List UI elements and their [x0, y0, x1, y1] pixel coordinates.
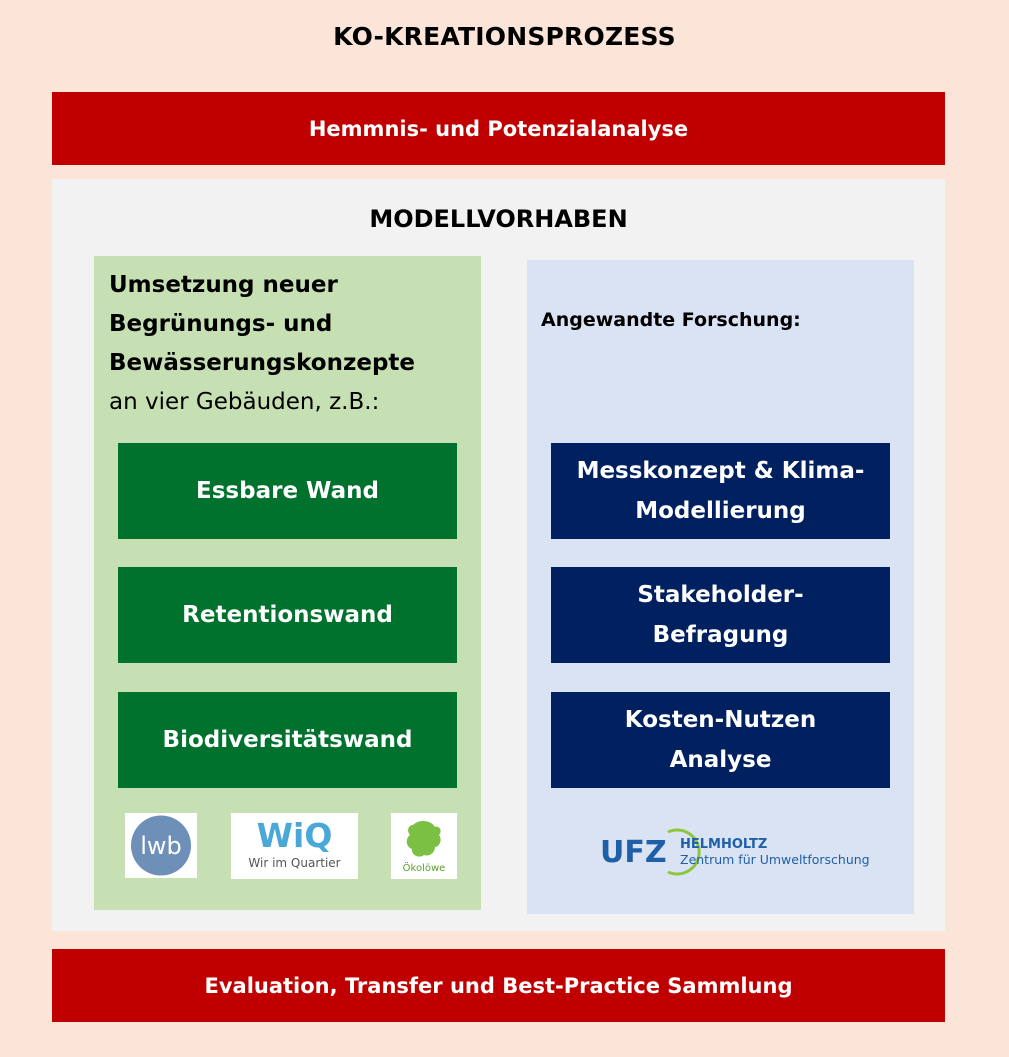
diagram-title: KO-KREATIONSPROZESS — [333, 22, 676, 51]
lwb-logo: lwb — [125, 813, 197, 878]
ufz-subtitle: Zentrum für Umweltforschung — [680, 852, 870, 867]
evaluation-bar: Evaluation, Transfer und Best-Practice S… — [52, 949, 945, 1022]
wiq-logo-subtext: Wir im Quartier — [248, 856, 340, 870]
section-title: MODELLVORHABEN — [369, 205, 628, 233]
research-heading: Angewandte Forschung: — [541, 309, 801, 331]
stakeholder-survey-box: Stakeholder- Befragung — [551, 567, 890, 663]
box-line-1: Messkonzept & Klima- — [576, 458, 865, 484]
edible-wall-box: Essbare Wand — [118, 443, 457, 539]
box-line-2: Modellierung — [635, 498, 806, 524]
oekoloewe-logo-text: Ökolöwe — [403, 861, 446, 874]
heading-line-3: Bewässerungskonzepte — [109, 350, 416, 376]
wiq-logo: WiQ Wir im Quartier — [231, 813, 358, 879]
implementation-subheading: an vier Gebäuden, z.B.: — [109, 389, 380, 415]
ufz-abbr: UFZ — [600, 835, 667, 870]
implementation-heading: Umsetzung neuer Begrünungs- und Bewässer… — [109, 266, 469, 422]
heading-line-2: Begrünungs- und — [109, 311, 333, 337]
box-line-2: Analyse — [669, 747, 772, 773]
measurement-concept-box: Messkonzept & Klima- Modellierung — [551, 443, 890, 539]
ufz-name: HELMHOLTZ — [680, 837, 767, 852]
retention-wall-box: Retentionswand — [118, 567, 457, 663]
box-line-2: Befragung — [652, 622, 789, 648]
oekoloewe-logo: Ökolöwe — [391, 813, 457, 879]
cost-benefit-box: Kosten-Nutzen Analyse — [551, 692, 890, 788]
biodiversity-wall-box: Biodiversitätswand — [118, 692, 457, 788]
analysis-bar: Hemmnis- und Potenzialanalyse — [52, 92, 945, 165]
ufz-logo: UFZ HELMHOLTZ Zentrum für Umweltforschun… — [598, 826, 878, 878]
lwb-logo-text: lwb — [140, 832, 182, 860]
wiq-logo-text: WiQ — [257, 816, 333, 855]
heading-line-1: Umsetzung neuer — [109, 272, 338, 298]
box-line-1: Kosten-Nutzen — [624, 707, 817, 733]
box-line-1: Stakeholder- — [637, 582, 804, 608]
